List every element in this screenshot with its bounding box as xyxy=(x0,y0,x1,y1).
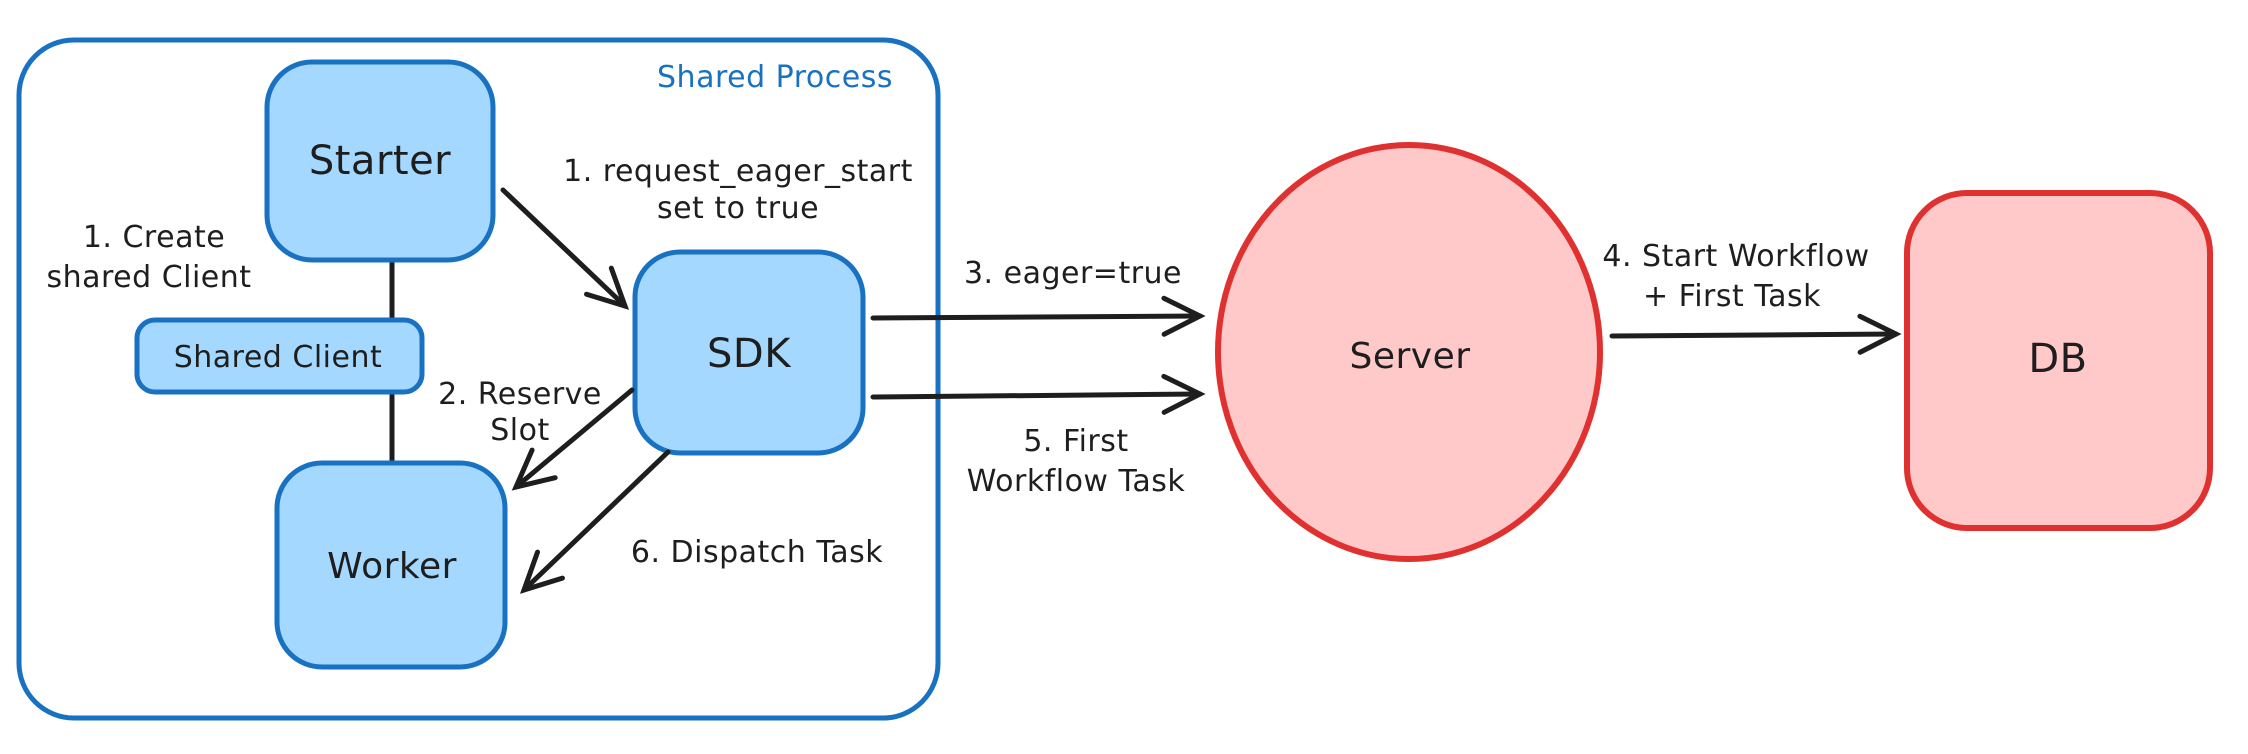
shared-process-label: Shared Process xyxy=(657,60,893,95)
annotation-create-shared-client: 1. Create shared Client xyxy=(46,220,251,295)
worker-box xyxy=(274,460,508,670)
annotation-eager-true: 3. eager=true xyxy=(964,256,1182,291)
annotation-reserve-slot: 2. Reserve Slot xyxy=(438,377,602,448)
arrow-sdk-to-worker-dispatch xyxy=(519,449,671,594)
annotation-create-client-line2: shared Client xyxy=(46,260,251,295)
annotation-reserve-slot-line2: Slot xyxy=(490,413,550,448)
arrow-starter-to-sdk xyxy=(500,187,630,310)
shared-process-container: Shared Process xyxy=(16,37,941,721)
arrow-sdk-to-worker-reserve xyxy=(511,387,635,491)
server-circle xyxy=(1215,142,1603,562)
node-db: DB xyxy=(1904,190,2213,531)
starter-box xyxy=(264,59,496,263)
annotation-request-eager-line2: set to true xyxy=(657,191,819,226)
shared-client-label: Shared Client xyxy=(174,340,383,375)
arrow-sdk-to-server-first-task xyxy=(870,373,1206,415)
shared-client-box xyxy=(134,317,425,395)
annotation-first-workflow-task-line2: Workflow Task xyxy=(967,464,1186,499)
starter-label: Starter xyxy=(309,138,451,184)
worker-label: Worker xyxy=(327,546,457,587)
server-label: Server xyxy=(1349,336,1470,377)
shared-process-box xyxy=(16,37,941,721)
annotation-start-workflow-line2: + First Task xyxy=(1643,279,1821,314)
arrow-server-to-db xyxy=(1609,313,1902,355)
annotation-start-workflow-line1: 4. Start Workflow xyxy=(1602,239,1869,274)
arrow-sdk-to-server-eager xyxy=(870,295,1206,337)
node-server: Server xyxy=(1215,142,1603,562)
annotation-create-client-line1: 1. Create xyxy=(83,220,225,255)
db-label: DB xyxy=(2028,336,2087,382)
annotation-dispatch-task: 6. Dispatch Task xyxy=(631,535,883,570)
node-shared-client: Shared Client xyxy=(134,317,425,395)
node-sdk: SDK xyxy=(632,249,866,456)
sdk-label: SDK xyxy=(707,331,792,377)
annotation-first-workflow-task: 5. First Workflow Task xyxy=(967,424,1186,499)
annotation-request-eager-line1: 1. request_eager_start xyxy=(563,154,913,189)
sdk-box xyxy=(632,249,866,456)
node-starter: Starter xyxy=(264,59,496,263)
node-worker: Worker xyxy=(274,460,508,670)
db-box xyxy=(1904,190,2213,531)
annotation-request-eager-start: 1. request_eager_start set to true xyxy=(563,154,913,226)
annotation-reserve-slot-line1: 2. Reserve xyxy=(438,377,602,412)
annotation-start-workflow: 4. Start Workflow + First Task xyxy=(1602,239,1869,314)
annotation-first-workflow-task-line1: 5. First xyxy=(1023,424,1128,459)
